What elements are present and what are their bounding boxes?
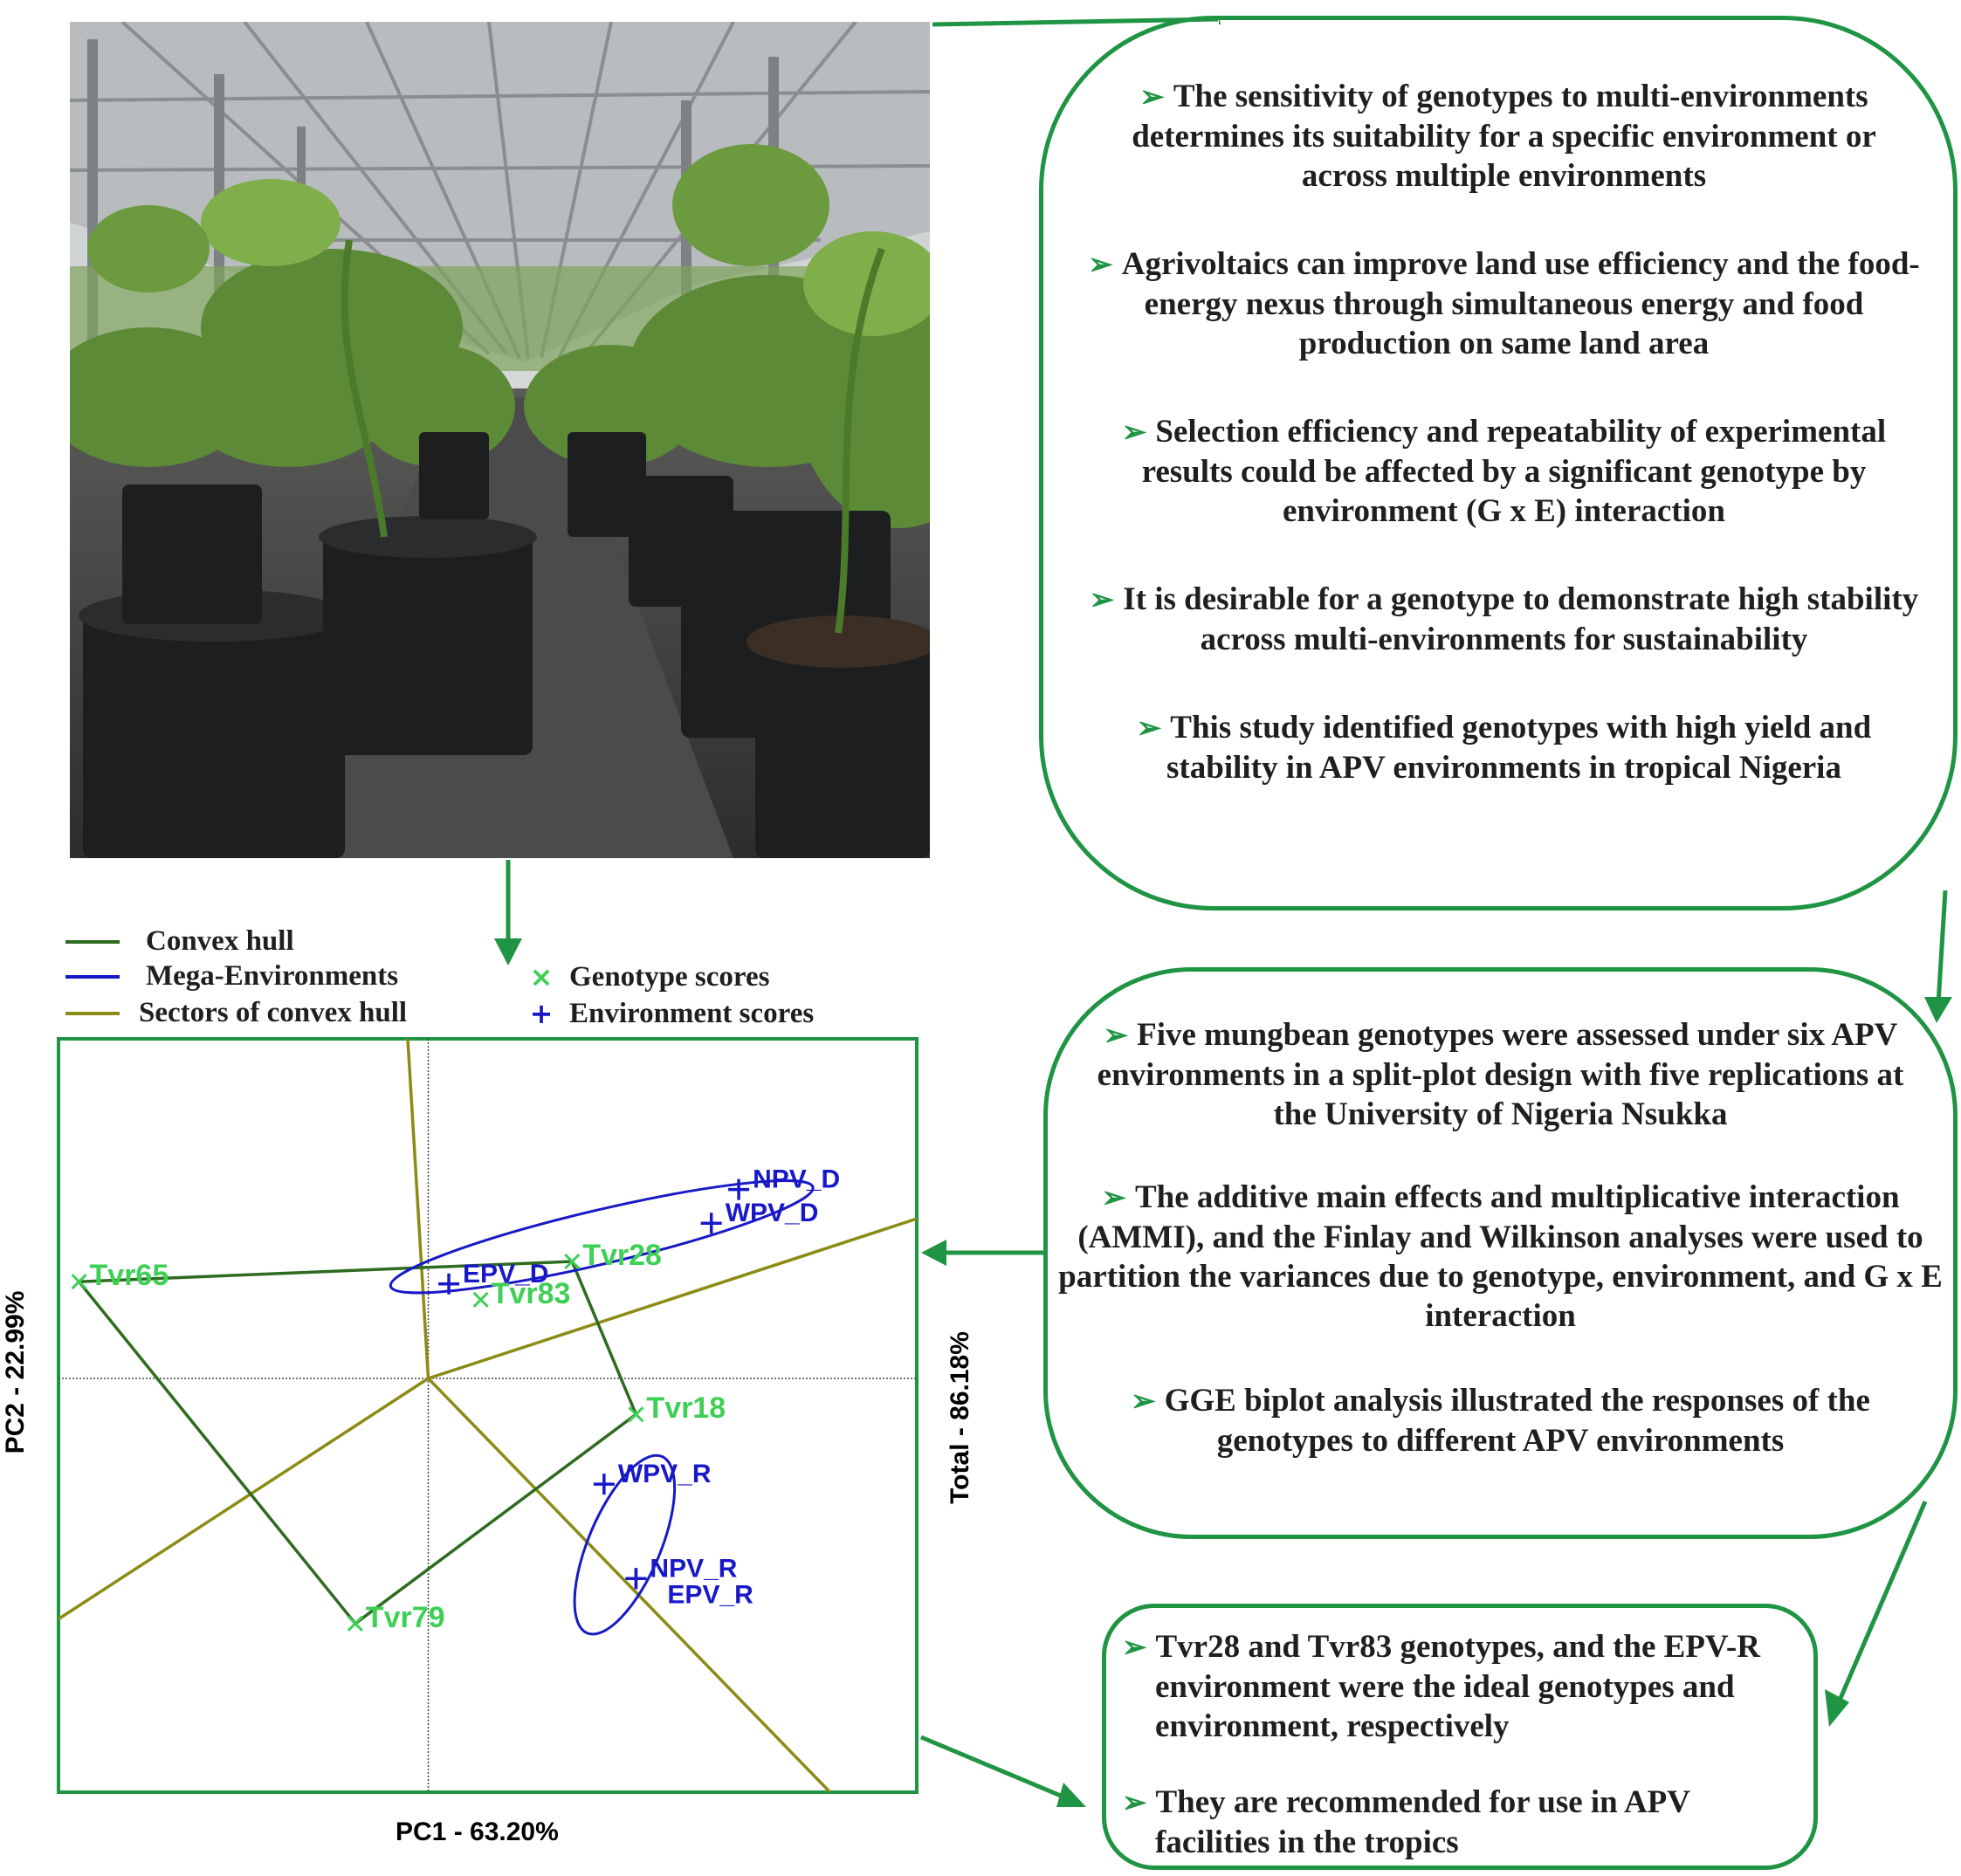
mega-environment-ellipse-2 [573,1453,677,1636]
arrow-bullet-icon: ➢ [1101,1182,1126,1214]
genotype-label: Tvr65 [90,1259,169,1292]
conclusion-2: ➢They are recommended for use in APV fac… [1122,1784,1690,1860]
environment-point [438,1273,460,1295]
biplot-legend: Convex hull Mega-Environments Sectors of… [65,925,939,1039]
connector-photo-to-biplot-head [494,938,522,965]
environment-point [700,1213,722,1234]
legend-sectors: Sectors of convex hull [65,997,407,1029]
legend-genotype-scores: × Genotype scores [524,960,770,993]
connector-highlights-to-methods-head [1924,997,1952,1023]
sector-line-4 [58,1377,430,1621]
genotype-label: Tvr83 [492,1277,571,1310]
environment-point [728,1179,750,1200]
highlight-2: ➢Agrivoltaics can improve land use effic… [1088,246,1920,361]
genotype-label: Tvr28 [582,1239,662,1272]
sector-line-3 [427,1377,831,1794]
conclusions-box [1102,1604,1818,1870]
greenhouse-illustration [70,22,930,858]
connector-biplot-to-conclusions-head [1056,1783,1086,1807]
highlights-box [1039,16,1958,911]
environment-label: WPV_R [618,1460,712,1488]
arrow-bullet-icon: ➢ [1103,1020,1129,1052]
genotype-point [472,1291,489,1308]
highlight-4: ➢It is desirable for a genotype to demon… [1089,581,1919,657]
environment-label: WPV_D [726,1199,819,1227]
conclusions-list: ➢Tvr28 and Tvr83 genotypes, and the EPV-… [1122,1627,1803,1862]
connector-methods-to-conclusions-head [1825,1689,1849,1727]
connector-photo-to-highlights [932,17,1219,27]
arrow-bullet-icon: ➢ [1122,1787,1147,1819]
highlight-5: ➢This study identified genotypes with hi… [1136,710,1872,786]
highlights-list: ➢The sensitivity of genotypes to multi-e… [1087,77,1921,787]
connector-highlights-to-methods [1936,890,1948,1005]
environment-marker-icon: + [529,997,554,1030]
method-1: ➢Five mungbean genotypes were assessed u… [1097,1017,1904,1132]
arrow-bullet-icon: ➢ [1088,249,1113,281]
y-axis-label: PC2 - 22.99% [1,1290,30,1454]
mega-environment-ellipse-1 [389,1179,815,1295]
environment-point [593,1474,615,1495]
legend-mega-environments: Mega-Environments [65,960,398,993]
connector-methods-to-biplot-head [921,1240,946,1266]
genotype-label: Tvr79 [366,1601,445,1634]
total-variance-label: Total - 86.18% [946,1331,974,1504]
environment-label: EPV_R [667,1580,753,1609]
x-axis-label: PC1 - 63.20% [396,1818,559,1846]
genotype-point [71,1274,87,1290]
genotype-point [564,1253,581,1270]
highlight-3: ➢Selection efficiency and repeatability … [1121,414,1887,529]
genotype-label: Tvr18 [646,1392,726,1425]
methods-box [1043,967,1958,1539]
sectors-swatch [65,1011,120,1015]
connector-biplot-to-conclusions [920,1735,1068,1801]
arrow-bullet-icon: ➢ [1121,416,1147,449]
arrow-bullet-icon: ➢ [1122,1632,1147,1664]
plot-frame [57,1037,919,1794]
environment-label: NPV_R [650,1554,737,1583]
sector-line-2 [427,1217,918,1380]
environment-point [625,1568,647,1590]
genotype-marker-icon: × [529,960,554,993]
sector-line-1 [406,1038,430,1379]
highlight-1: ➢The sensitivity of genotypes to multi-e… [1132,79,1876,194]
legend-environment-scores: + Environment scores [524,997,815,1030]
method-2: ➢The additive main effects and multiplic… [1058,1179,1943,1334]
connector-methods-to-conclusions [1836,1501,1928,1703]
convex-hull [75,1260,638,1626]
arrow-bullet-icon: ➢ [1089,584,1115,616]
method-3: ➢GGE biplot analysis illustrated the res… [1131,1383,1870,1459]
mega-env-swatch [65,974,120,979]
genotype-point [347,1615,363,1632]
methods-list: ➢Five mungbean genotypes were assessed u… [1048,1015,1953,1460]
environment-label: EPV_D [463,1260,548,1288]
arrow-bullet-icon: ➢ [1136,712,1162,745]
environment-label: NPV_D [753,1165,840,1194]
conclusion-1: ➢Tvr28 and Tvr83 genotypes, and the EPV-… [1122,1629,1760,1744]
genotype-point [628,1406,644,1423]
arrow-bullet-icon: ➢ [1139,81,1165,113]
convex-hull-swatch [65,939,120,944]
connector-photo-to-highlights-head [1219,14,1221,24]
greenhouse-photo [70,22,930,858]
arrow-bullet-icon: ➢ [1131,1385,1156,1418]
legend-convex-hull: Convex hull [65,925,294,958]
